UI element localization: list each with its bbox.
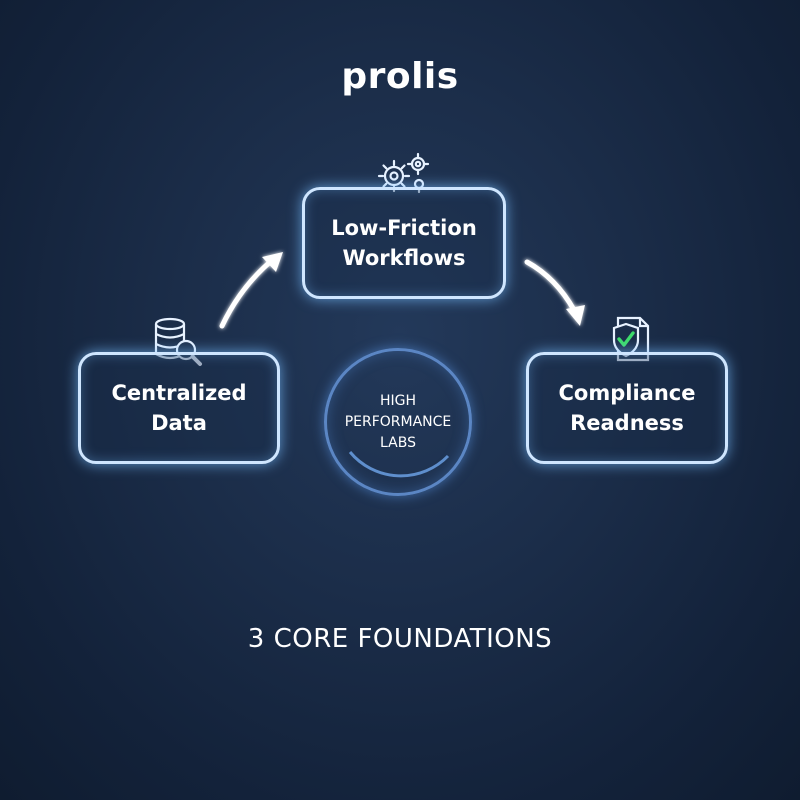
arrow-left-to-top	[219, 259, 273, 329]
center-hub: HIGH PERFORMANCE LABS	[324, 348, 472, 496]
node-centralized-data: Centralized Data	[78, 352, 280, 464]
node-compliance-readiness: Compliance Readness	[526, 352, 728, 464]
arrowhead-left-to-top	[262, 252, 283, 272]
node-label: Compliance Readness	[558, 381, 696, 435]
center-label: HIGH PERFORMANCE LABS	[344, 392, 452, 451]
brand-logo: prolis	[341, 56, 459, 97]
footer-caption: 3 CORE FOUNDATIONS	[247, 624, 553, 654]
arrow-top-to-right	[524, 259, 577, 313]
node-label: Centralized Data	[111, 381, 247, 435]
arrowhead-top-to-right	[566, 305, 585, 326]
node-label: Low-Friction Workflows	[331, 216, 477, 270]
shield-check-document-icon	[612, 316, 650, 362]
node-low-friction-workflows: Low-Friction Workflows	[302, 187, 506, 299]
